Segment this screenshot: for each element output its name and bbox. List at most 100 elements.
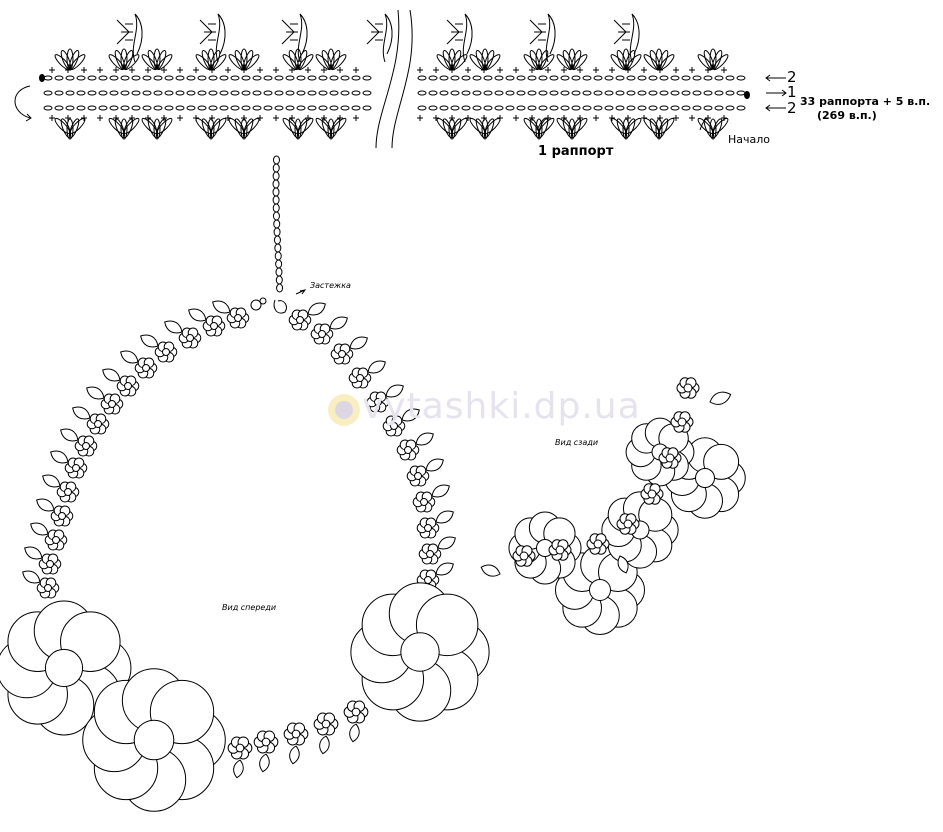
petal-stitch xyxy=(610,117,627,134)
petal-stitch xyxy=(201,118,213,139)
petal-stitch xyxy=(655,48,663,70)
chain-stitch xyxy=(615,90,625,96)
chain-stitch xyxy=(604,75,614,81)
chain-stitch xyxy=(362,105,372,111)
single-crochet-mark xyxy=(593,67,599,73)
small-flower-icon xyxy=(56,481,80,503)
back-small-flower-icon xyxy=(676,377,700,399)
petal-stitch xyxy=(568,48,576,70)
chain-stitch xyxy=(98,105,108,111)
small-flower-icon xyxy=(116,375,140,397)
leaf-icon xyxy=(50,450,69,464)
chain-stitch xyxy=(725,75,735,81)
chain-stitch xyxy=(692,90,702,96)
leaf-vein-mark xyxy=(534,23,546,41)
petal-stitch xyxy=(562,118,574,139)
turning-arrow-icon xyxy=(14,85,32,122)
chain-stitch xyxy=(549,105,559,111)
back-small-flower-icon xyxy=(640,483,664,505)
chain-stitch xyxy=(692,75,702,81)
single-crochet-mark xyxy=(177,115,183,121)
leaf-vein-mark xyxy=(371,23,383,41)
petal-stitch xyxy=(469,117,486,134)
chain-stitch xyxy=(670,75,680,81)
chain-stitch xyxy=(329,90,339,96)
chain-link-icon xyxy=(272,171,280,181)
chain-stitch xyxy=(626,105,636,111)
leaf-icon xyxy=(72,406,91,420)
leaf-icon xyxy=(617,555,629,574)
leaf-icon xyxy=(120,350,139,364)
chain-stitch xyxy=(230,75,240,81)
single-crochet-mark xyxy=(529,115,535,121)
leaf-icon xyxy=(140,334,159,348)
chain-stitch xyxy=(351,105,361,111)
chain-stitch xyxy=(296,75,306,81)
large-flower-icon xyxy=(350,582,490,722)
petal-stitch xyxy=(448,118,456,140)
small-flower-icon xyxy=(50,505,74,527)
chain-stitch xyxy=(637,90,647,96)
small-flower-icon xyxy=(416,517,440,539)
chain-stitch xyxy=(439,75,449,81)
chain-stitch xyxy=(527,75,537,81)
single-crochet-mark xyxy=(49,67,55,73)
leaf-icon xyxy=(188,308,207,322)
small-flower-icon xyxy=(202,315,226,337)
small-flower-icon xyxy=(396,439,420,461)
petal-stitch xyxy=(535,48,543,70)
chain-stitch xyxy=(505,90,515,96)
petal-stitch xyxy=(315,117,332,134)
chain-stitch xyxy=(274,90,284,96)
leaf-icon xyxy=(36,498,55,512)
leaf-vein-mark xyxy=(286,23,298,41)
chain-stitch xyxy=(736,75,746,81)
petal-stitch xyxy=(234,118,246,139)
single-crochet-mark xyxy=(113,115,119,121)
chain-stitch xyxy=(175,75,185,81)
watermark-sun-icon xyxy=(328,394,360,426)
petal-stitch xyxy=(622,118,630,140)
chain-stitch xyxy=(340,90,350,96)
chain-stitch xyxy=(483,75,493,81)
single-crochet-mark xyxy=(241,115,247,121)
chain-stitch xyxy=(428,75,438,81)
chain-link-icon xyxy=(275,275,283,285)
row-arrows xyxy=(765,74,787,112)
chain-stitch xyxy=(109,90,119,96)
petal-stitch xyxy=(571,54,588,71)
petal-stitch xyxy=(649,118,661,139)
small-flower-icon xyxy=(343,700,369,724)
leaf-icon xyxy=(259,753,270,773)
small-flower-icon xyxy=(253,730,279,754)
single-crochet-mark xyxy=(305,67,311,73)
chain-stitch xyxy=(43,90,53,96)
petal-stitch xyxy=(712,54,729,71)
chain-stitch xyxy=(186,90,196,96)
leaf-icon xyxy=(86,386,105,400)
chain-stitch xyxy=(659,75,669,81)
chain-stitch xyxy=(329,105,339,111)
chain-stitch xyxy=(670,90,680,96)
petal-stitch xyxy=(195,117,212,134)
petal-stitch xyxy=(616,118,628,139)
petal-stitch xyxy=(240,118,248,140)
single-crochet-mark xyxy=(449,115,455,121)
chain-stitch xyxy=(417,105,427,111)
petal-stitch xyxy=(442,118,454,139)
petal-stitch xyxy=(321,118,333,139)
large-flower-icon xyxy=(0,600,132,736)
petal-stitch xyxy=(207,118,215,140)
petal-stitch xyxy=(481,118,489,140)
repeat-marks xyxy=(536,117,708,131)
leaf-icon xyxy=(212,300,231,314)
chain-stitch xyxy=(505,75,515,81)
small-flower-icon xyxy=(366,391,390,413)
leaf-icon xyxy=(102,368,121,382)
petal-stitch xyxy=(66,118,74,140)
back-view-cluster xyxy=(480,377,746,636)
small-flower-icon xyxy=(283,722,309,746)
large-flower-icon xyxy=(82,668,226,812)
chain-stitch xyxy=(43,105,53,111)
single-crochet-mark xyxy=(177,67,183,73)
